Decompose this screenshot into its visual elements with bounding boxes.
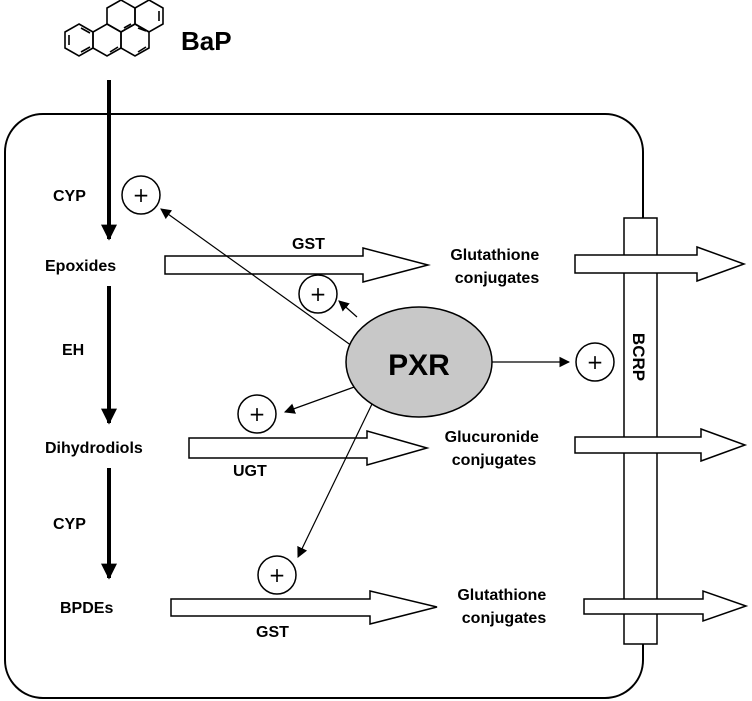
metabolite-bpdes: BPDEs — [60, 600, 113, 617]
gst-top-conjugation-arrow — [164, 247, 431, 283]
efflux-arrow-top — [574, 245, 747, 283]
enzyme-cyp-bottom: CYP — [53, 516, 86, 533]
ugt-conjugation-arrow — [188, 430, 430, 466]
bcrp-transporter — [623, 217, 658, 645]
bap-molecule-icon — [64, 0, 164, 57]
conjugate-glutathione-bottom: Glutathione conjugates — [457, 587, 550, 627]
enzyme-ugt: UGT — [233, 463, 267, 480]
enzyme-gst-bottom: GST — [256, 624, 289, 641]
plus-icon: + — [249, 402, 266, 426]
efflux-arrow-middle — [574, 427, 748, 463]
efflux-arrow-bottom — [583, 589, 749, 623]
enzyme-cyp-top: CYP — [53, 188, 86, 205]
enzyme-gst-top: GST — [292, 236, 325, 253]
transporter-label: BCRP — [629, 333, 648, 381]
induction-circle-cyp — [121, 175, 161, 215]
plus-icon: + — [133, 183, 150, 207]
induction-circle-bcrp — [575, 342, 615, 382]
plus-icon: + — [310, 282, 327, 306]
metabolite-epoxides: Epoxides — [45, 258, 116, 275]
receptor-label: PXR — [388, 349, 450, 382]
metabolite-dihydrodiols: Dihydrodiols — [45, 440, 143, 457]
plus-icon: + — [587, 350, 604, 374]
pxr-to-gst-top-arrow — [338, 300, 358, 318]
molecule-label: BaP — [181, 26, 232, 56]
enzyme-eh: EH — [62, 342, 84, 359]
induction-circle-gst-bottom — [257, 555, 297, 595]
pxr-to-cyp-arrow — [160, 208, 353, 347]
gst-bottom-conjugation-arrow — [170, 590, 438, 625]
induction-circle-gst-top — [298, 274, 338, 314]
conjugate-glucuronide: Glucuronide conjugates — [445, 429, 544, 469]
plus-icon: + — [269, 563, 286, 587]
pxr-to-gst-bottom-arrow — [297, 403, 373, 558]
pxr-receptor — [345, 306, 493, 418]
conjugate-glutathione-top: Glutathione conjugates — [450, 247, 543, 287]
induction-circle-ugt — [237, 394, 277, 434]
pxr-to-ugt-arrow — [283, 385, 358, 414]
